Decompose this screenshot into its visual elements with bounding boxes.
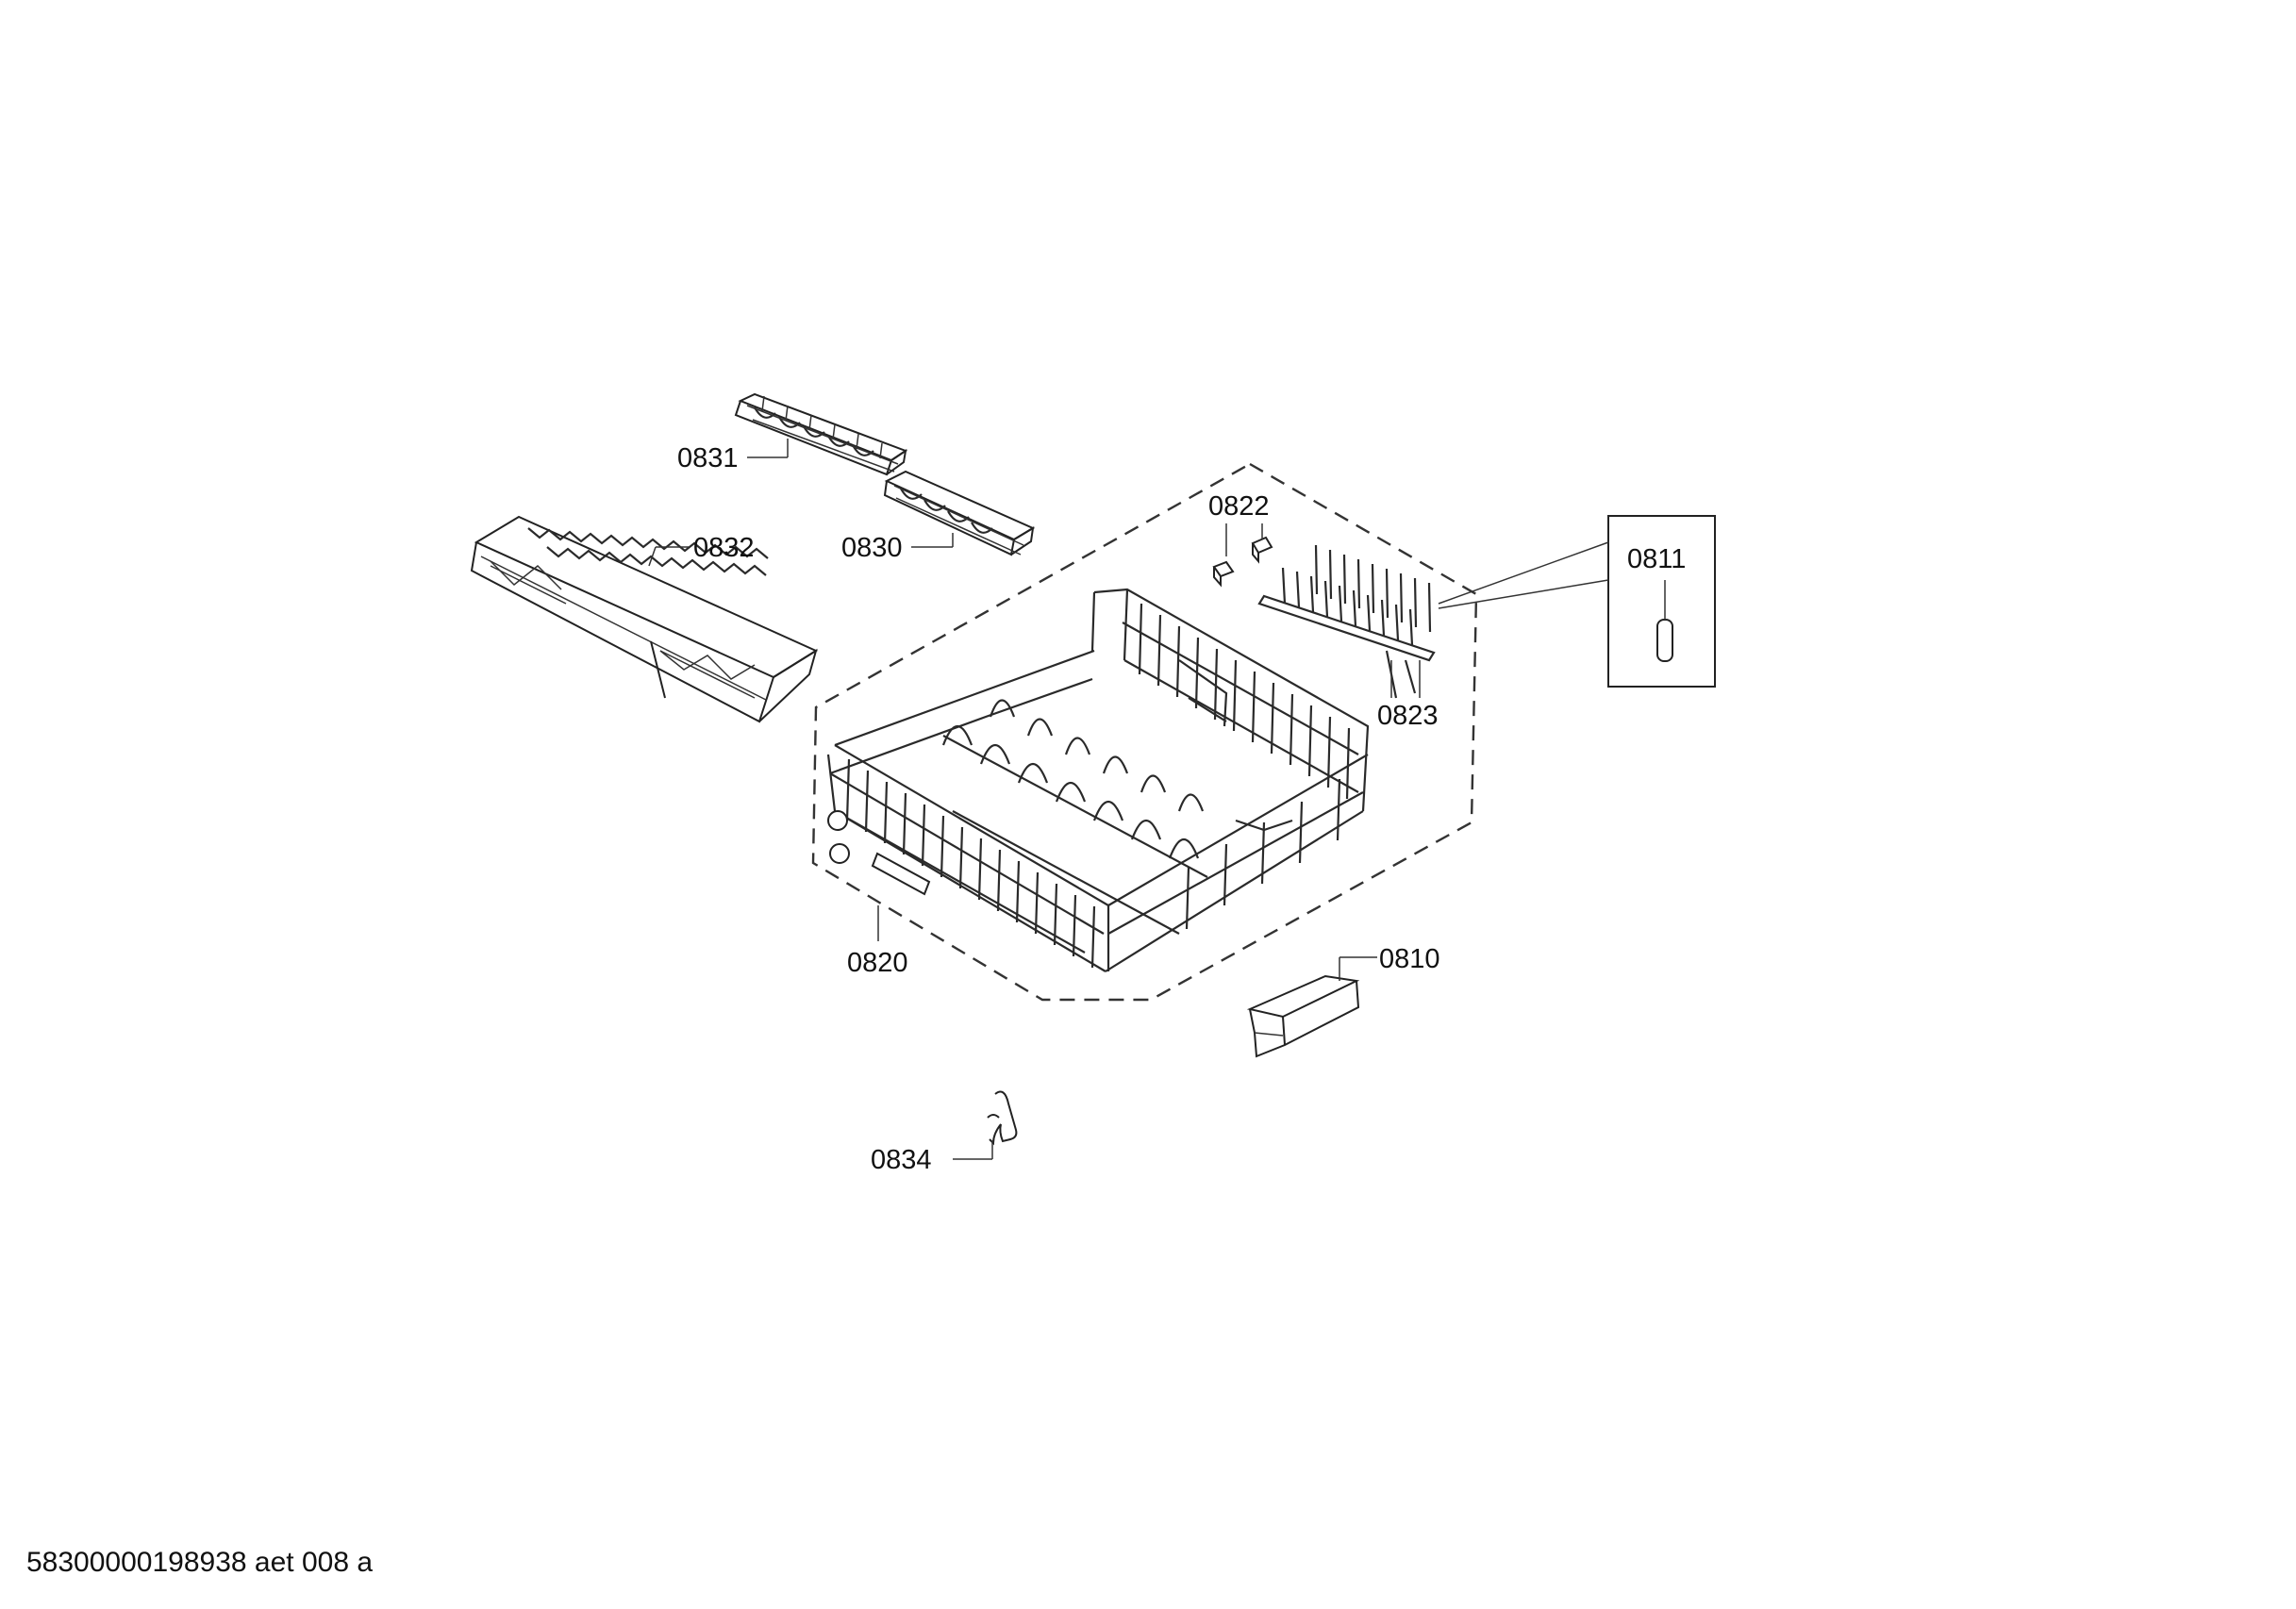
label-0831: 0831 [677,443,739,473]
part-0832-drawing [470,515,819,723]
label-0820: 0820 [847,948,908,978]
assembly-boundary [811,462,1478,1002]
label-0832: 0832 [693,533,755,563]
part-0831-drawing [734,392,908,476]
part-0830-drawing [883,470,1036,556]
document-code: 58300000198938 aet 008 a [26,1547,374,1578]
label-0830: 0830 [841,533,903,563]
label-0823: 0823 [1377,701,1439,731]
part-0834-drawing [987,1090,1018,1146]
part-0810-drawing [1246,974,1360,1058]
label-0810: 0810 [1379,944,1440,974]
label-0834: 0834 [871,1145,932,1175]
part-0823-drawing [1257,544,1436,699]
part-0822-drawing [1212,536,1273,588]
part-0820-drawing [826,588,1370,972]
label-0811: 0811 [1627,544,1686,574]
part-0811-callout [1438,515,1716,688]
label-0822: 0822 [1208,491,1270,522]
